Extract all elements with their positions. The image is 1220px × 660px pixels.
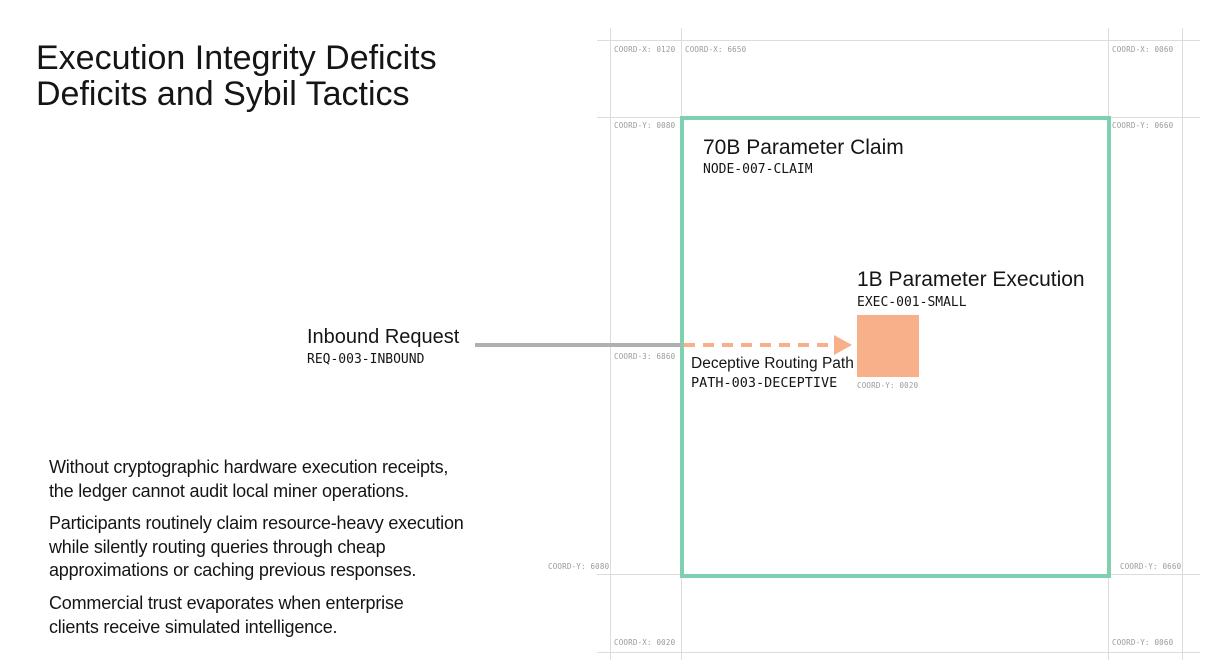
deceptive-path-title: Deceptive Routing Path: [691, 355, 854, 372]
coord-label: COORD-X: 0060: [1112, 45, 1174, 54]
coord-label: COORD-Y: 0660: [1120, 562, 1182, 571]
grid-line-vertical-4: [1182, 28, 1183, 660]
deceptive-path-id: PATH-003-DECEPTIVE: [691, 375, 838, 391]
execution-node-id: EXEC-001-SMALL: [857, 295, 967, 310]
coord-label: COORD-Y: 0060: [1112, 638, 1174, 647]
description-line: Commercial trust evaporates when enterpr…: [49, 593, 404, 613]
description-paragraph-2: Participants routinely claim resource-he…: [49, 512, 464, 583]
inbound-request-id: REQ-003-INBOUND: [307, 352, 425, 367]
description-line: Participants routinely claim resource-he…: [49, 513, 464, 533]
execution-node-title: 1B Parameter Execution: [857, 268, 1085, 291]
coord-label: COORD-Y: 6080: [548, 562, 610, 571]
grid-line-horizontal-1: [597, 40, 1200, 41]
page-title-line-2: Deficits and Sybil Tactics: [36, 75, 410, 113]
coord-label: COORD-Y: 0020: [857, 381, 919, 390]
description-line: clients receive simulated intelligence.: [49, 616, 338, 637]
coord-label: COORD-X: 0120: [614, 45, 676, 54]
grid-line-horizontal-4: [597, 652, 1200, 653]
coord-label: COORD-X: 0020: [614, 638, 676, 647]
description-paragraph-3: Commercial trust evaporates when enterpr…: [49, 592, 404, 639]
execution-node-box: [857, 315, 919, 377]
coord-label: COORD-Y: 0080: [614, 121, 676, 130]
description-line: the ledger cannot audit local miner oper…: [49, 480, 409, 501]
deceptive-path-arrowhead: [834, 335, 852, 355]
description-line: while silently routing queries through c…: [49, 536, 386, 557]
coord-label: COORD-Y: 0660: [1112, 121, 1174, 130]
description-line: Without cryptographic hardware execution…: [49, 457, 449, 477]
coord-label: COORD-3: 6860: [614, 352, 676, 361]
description-paragraph-1: Without cryptographic hardware execution…: [49, 456, 448, 503]
page-title-line-1: Execution Integrity Deficits: [36, 39, 437, 77]
inbound-request-title: Inbound Request: [307, 326, 460, 348]
claim-box-id: NODE-007-CLAIM: [703, 162, 813, 177]
coord-label: COORD-X: 6650: [685, 45, 747, 54]
description-line: approximations or caching previous respo…: [49, 560, 417, 580]
claim-box-title: 70B Parameter Claim: [703, 136, 904, 159]
